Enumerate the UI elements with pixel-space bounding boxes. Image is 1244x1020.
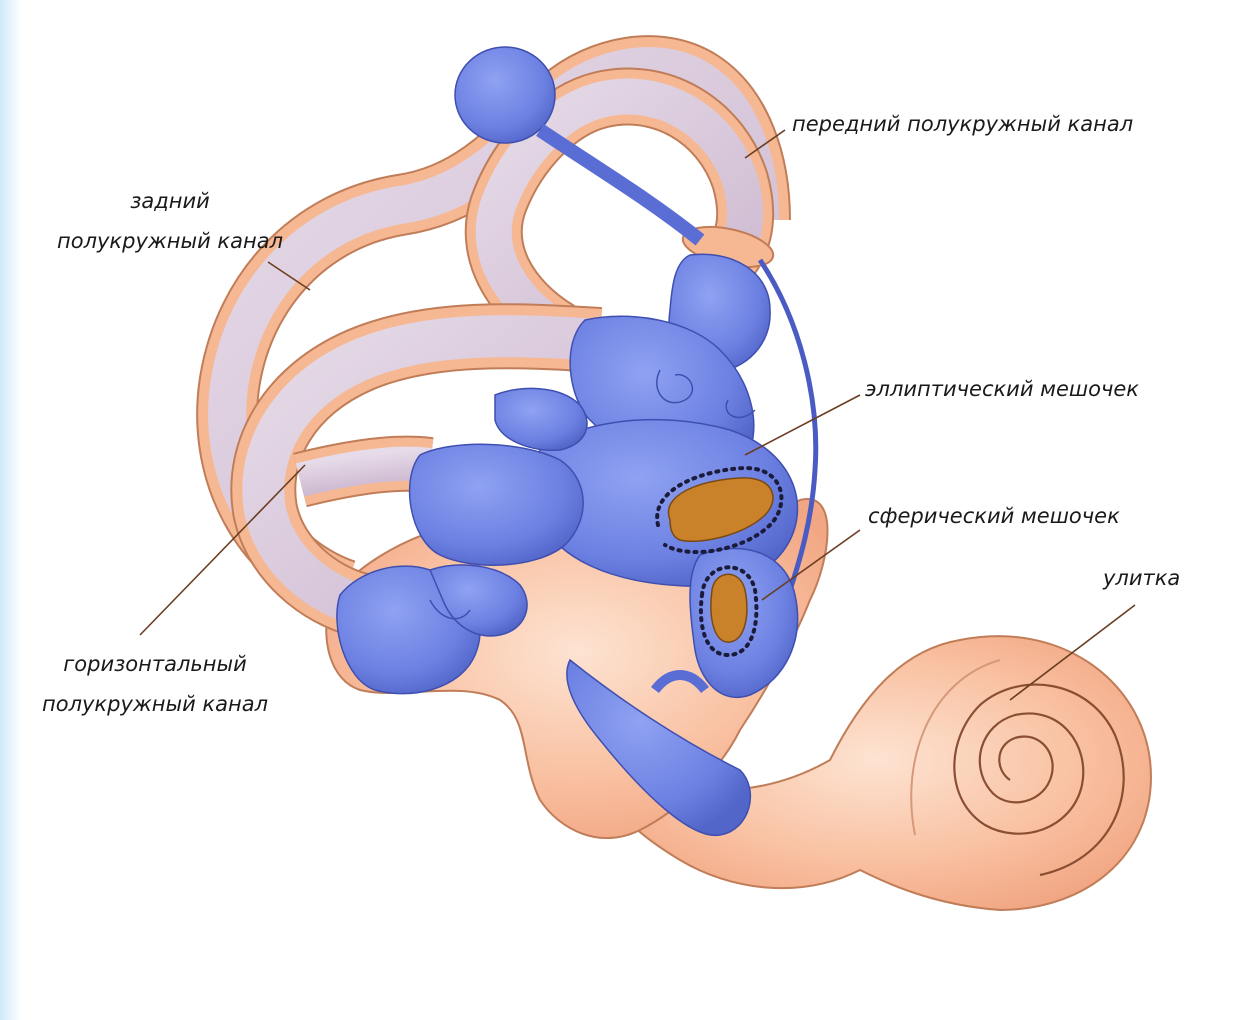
label-cochlea: улитка	[1103, 562, 1180, 594]
label-horizontal-canal-line2: полукружный канал	[10, 688, 300, 720]
label-utricle: эллиптический мешочек	[865, 373, 1139, 405]
label-anterior-canal: передний полукружный канал	[792, 108, 1133, 140]
label-posterior-canal-line1: задний	[20, 185, 320, 217]
label-posterior-canal-line2: полукружный канал	[20, 225, 320, 257]
label-horizontal-canal-line1: горизонтальный	[10, 648, 300, 680]
leader-utricle	[745, 395, 860, 455]
label-saccule: сферический мешочек	[868, 500, 1120, 532]
